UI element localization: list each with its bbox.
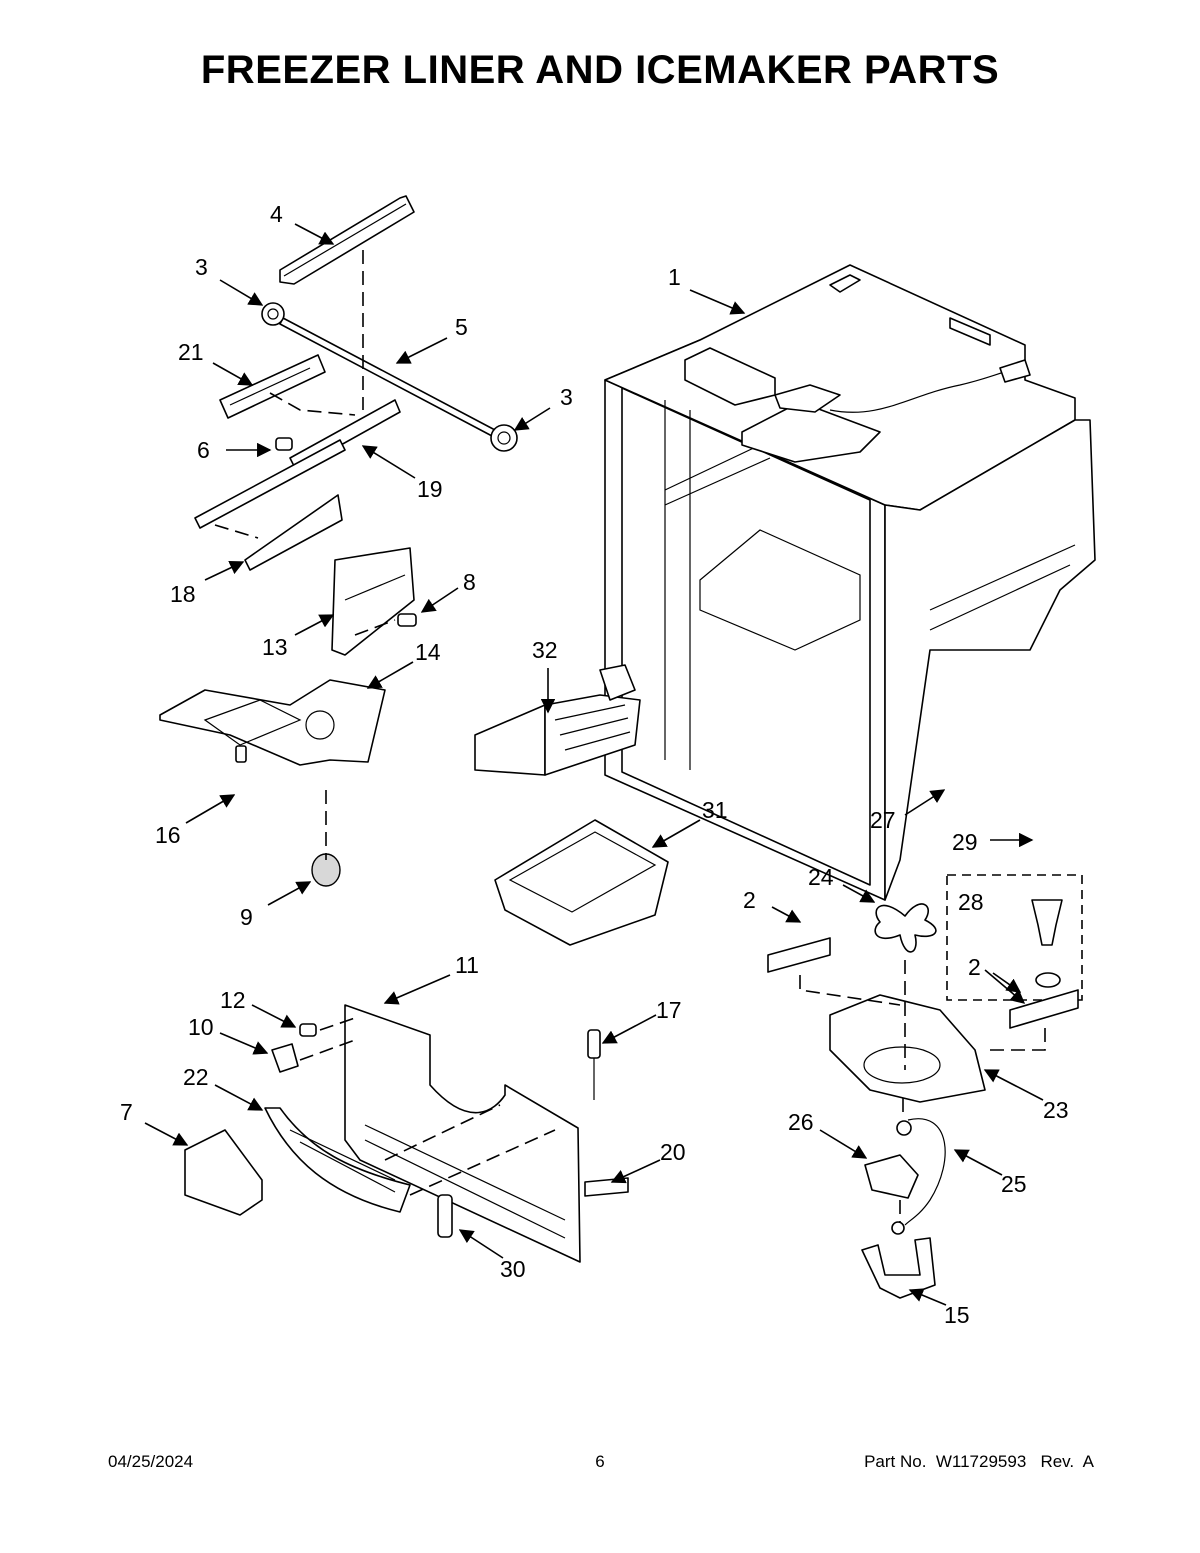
- callout-27: 27: [870, 807, 896, 833]
- footer-page-number: 6: [595, 1452, 605, 1471]
- callout-26: 26: [788, 1109, 814, 1135]
- callout-15: 15: [944, 1302, 970, 1328]
- callout-5: 5: [455, 314, 468, 340]
- foam-strip-20: [584, 1177, 629, 1197]
- callout-2-left: 2: [743, 887, 756, 913]
- leader-arrows: [144, 223, 1044, 1306]
- callout-4: 4: [270, 201, 283, 227]
- callout-1: 1: [668, 264, 681, 290]
- icemaker-32: [474, 664, 641, 776]
- bracket-10: [271, 1043, 299, 1073]
- callout-10: 10: [188, 1014, 214, 1040]
- mount-bracket-13: [331, 547, 415, 656]
- foam-block-2-right: [1009, 989, 1079, 1029]
- kit-27: [946, 874, 1083, 1001]
- freezer-liner: [604, 264, 1096, 901]
- air-duct-7: [184, 1129, 263, 1216]
- valve-28: [1031, 899, 1063, 946]
- callout-21: 21: [178, 339, 204, 365]
- callout-14: 14: [415, 639, 441, 665]
- callout-6: 6: [197, 437, 210, 463]
- foam-block-2-left: [767, 937, 831, 973]
- page-title: FREEZER LINER AND ICEMAKER PARTS: [200, 48, 1000, 92]
- motor-bracket-15: [861, 1221, 936, 1299]
- callout-20: 20: [660, 1139, 686, 1165]
- fan-blade-24: [874, 903, 937, 953]
- callout-25: 25: [1001, 1171, 1027, 1197]
- callout-23: 23: [1043, 1097, 1069, 1123]
- callout-9: 9: [240, 904, 253, 930]
- callout-3-top: 3: [195, 254, 208, 280]
- gear-right: [490, 424, 518, 452]
- callout-labels: 1 2 2 3 3 4 5 6 7 8 9 10 11 12 13 14 15 …: [120, 201, 1069, 1328]
- top-rail: [279, 195, 415, 285]
- footer-date: 04/25/2024: [108, 1452, 194, 1471]
- callout-29: 29: [952, 829, 978, 855]
- wire-harness-25: [904, 1118, 946, 1226]
- callout-19: 19: [417, 476, 443, 502]
- callout-30: 30: [500, 1256, 526, 1282]
- assembly-lines: [214, 250, 1046, 1222]
- ice-bin-31: [494, 819, 669, 946]
- callout-8: 8: [463, 569, 476, 595]
- callout-22: 22: [183, 1064, 209, 1090]
- callout-24: 24: [808, 864, 834, 890]
- callout-32: 32: [532, 637, 558, 663]
- screw-12: [299, 1023, 317, 1037]
- callout-3-right: 3: [560, 384, 573, 410]
- callout-28: 28: [958, 889, 984, 915]
- slide-rail-long: [194, 439, 346, 529]
- callout-11: 11: [455, 952, 479, 978]
- callout-31: 31: [702, 797, 728, 823]
- evaporator-cover-11: [344, 1004, 581, 1263]
- callout-17: 17: [656, 997, 682, 1023]
- rail-bracket-21: [219, 354, 326, 419]
- gear-left: [261, 302, 285, 326]
- ice-chute-housing-14: [159, 679, 386, 766]
- callout-7: 7: [120, 1099, 133, 1125]
- callout-16: 16: [155, 822, 181, 848]
- fan-motor-26: [864, 1120, 919, 1199]
- rail-bracket-18: [244, 494, 343, 571]
- callout-18: 18: [170, 581, 196, 607]
- callout-12: 12: [220, 987, 246, 1013]
- clip-16: [235, 745, 247, 763]
- damper-30: [437, 1194, 453, 1238]
- callout-13: 13: [262, 634, 288, 660]
- fan-housing-23: [829, 994, 986, 1103]
- thermistor-17: [587, 1029, 601, 1100]
- screw-6: [275, 437, 293, 451]
- footer-part-number: Part No. W11729593 Rev. A: [864, 1452, 1094, 1471]
- seal-29: [1035, 972, 1061, 988]
- callout-2-right: 2: [968, 954, 981, 980]
- air-grille-22: [264, 1107, 411, 1213]
- screw-8: [397, 613, 417, 627]
